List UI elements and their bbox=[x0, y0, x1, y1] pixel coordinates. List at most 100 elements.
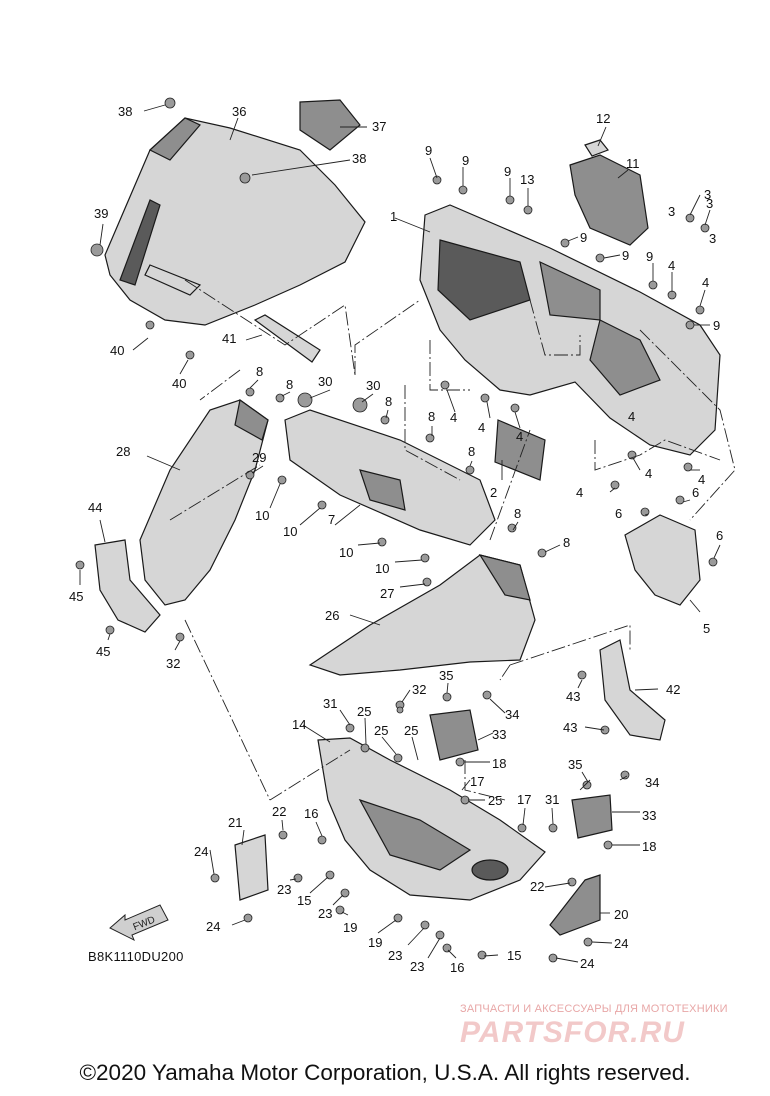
callout-27: 27 bbox=[380, 586, 394, 601]
callout-4: 4 bbox=[702, 275, 709, 290]
callout-24: 24 bbox=[614, 936, 628, 951]
callout-6: 6 bbox=[615, 506, 622, 521]
callout-4: 4 bbox=[450, 410, 457, 425]
callout-labels: 38 36 37 38 39 40 40 41 1 9 9 9 13 9 9 9… bbox=[69, 104, 723, 975]
watermark-tagline: ЗАПЧАСТИ И АКСЕССУАРЫ ДЛЯ МОТОТЕХНИКИ bbox=[460, 1003, 728, 1015]
callout-3: 3 bbox=[704, 187, 711, 202]
callout-24: 24 bbox=[580, 956, 594, 971]
part-33-bracket-upper bbox=[429, 709, 479, 761]
callout-17: 17 bbox=[470, 774, 484, 789]
fwd-arrow-icon: FWD bbox=[109, 904, 169, 942]
callout-10: 10 bbox=[339, 545, 353, 560]
callout-3: 3 bbox=[709, 231, 716, 246]
callout-11: 11 bbox=[626, 156, 640, 171]
fasteners bbox=[75, 97, 718, 963]
callout-34: 34 bbox=[645, 775, 659, 790]
callout-38: 38 bbox=[352, 151, 366, 166]
callout-22: 22 bbox=[272, 804, 286, 819]
callout-10: 10 bbox=[283, 524, 297, 539]
callout-35: 35 bbox=[439, 668, 453, 683]
callout-23: 23 bbox=[318, 906, 332, 921]
callout-8: 8 bbox=[286, 377, 293, 392]
callout-9: 9 bbox=[713, 318, 720, 333]
callout-38: 38 bbox=[118, 104, 132, 119]
callout-10: 10 bbox=[255, 508, 269, 523]
part-36-hood bbox=[104, 117, 366, 326]
callout-32: 32 bbox=[166, 656, 180, 671]
callout-4: 4 bbox=[698, 472, 705, 487]
callout-4: 4 bbox=[516, 429, 523, 444]
callout-6: 6 bbox=[692, 485, 699, 500]
part-11-cover bbox=[569, 154, 649, 246]
diagram-reference-code: B8K1110DU200 bbox=[88, 949, 184, 964]
callout-39: 39 bbox=[94, 206, 108, 221]
part-33-bracket-lower bbox=[571, 794, 613, 839]
assembly-lines bbox=[169, 279, 736, 801]
callout-24: 24 bbox=[194, 844, 208, 859]
callout-31: 31 bbox=[323, 696, 337, 711]
callout-26: 26 bbox=[325, 608, 339, 623]
callout-17: 17 bbox=[517, 792, 531, 807]
callout-35: 35 bbox=[568, 757, 582, 772]
callout-25: 25 bbox=[357, 704, 371, 719]
callout-10: 10 bbox=[375, 561, 389, 576]
callout-13: 13 bbox=[520, 172, 534, 187]
callout-4: 4 bbox=[628, 409, 635, 424]
callout-7: 7 bbox=[328, 512, 335, 527]
callout-28: 28 bbox=[116, 444, 130, 459]
part-14-front-grille bbox=[317, 737, 546, 901]
callout-34: 34 bbox=[505, 707, 519, 722]
callout-25: 25 bbox=[404, 723, 418, 738]
watermark-brand-logo: PARTSFOR.RU bbox=[460, 1016, 685, 1049]
callout-29: 29 bbox=[252, 450, 266, 465]
callout-44: 44 bbox=[88, 500, 102, 515]
part-1-dash-panel bbox=[419, 204, 721, 456]
callout-21: 21 bbox=[228, 815, 242, 830]
callout-40: 40 bbox=[110, 343, 124, 358]
callout-31: 31 bbox=[545, 792, 559, 807]
part-5-fender bbox=[624, 514, 701, 606]
callout-23: 23 bbox=[388, 948, 402, 963]
callout-30: 30 bbox=[318, 374, 332, 389]
callout-41: 41 bbox=[222, 331, 236, 346]
part-26-floor-panel bbox=[308, 554, 536, 676]
leader-lines bbox=[79, 104, 721, 963]
callout-16: 16 bbox=[304, 806, 318, 821]
part-28-side-panel bbox=[139, 398, 269, 606]
part-44-guard bbox=[94, 539, 161, 633]
callout-18: 18 bbox=[642, 839, 656, 854]
copyright-notice: ©2020 Yamaha Motor Corporation, U.S.A. A… bbox=[79, 1060, 691, 1085]
callout-4: 4 bbox=[576, 485, 583, 500]
callout-9: 9 bbox=[462, 153, 469, 168]
callout-42: 42 bbox=[666, 682, 680, 697]
callout-4: 4 bbox=[645, 466, 652, 481]
callout-8: 8 bbox=[514, 506, 521, 521]
callout-4: 4 bbox=[668, 258, 675, 273]
callout-15: 15 bbox=[507, 948, 521, 963]
callout-19: 19 bbox=[368, 935, 382, 950]
callout-23: 23 bbox=[277, 882, 291, 897]
callout-23: 23 bbox=[410, 959, 424, 974]
callout-3: 3 bbox=[706, 196, 713, 211]
callout-6: 6 bbox=[716, 528, 723, 543]
callout-9: 9 bbox=[622, 248, 629, 263]
callout-40: 40 bbox=[172, 376, 186, 391]
callout-25: 25 bbox=[374, 723, 388, 738]
callout-14: 14 bbox=[292, 717, 306, 732]
callout-15: 15 bbox=[297, 893, 311, 908]
callout-30: 30 bbox=[366, 378, 380, 393]
callout-9: 9 bbox=[425, 143, 432, 158]
callout-37: 37 bbox=[372, 119, 386, 134]
callout-8: 8 bbox=[428, 409, 435, 424]
callout-43: 43 bbox=[563, 720, 577, 735]
callout-45: 45 bbox=[69, 589, 83, 604]
callout-1: 1 bbox=[390, 209, 397, 224]
part-37-bracket bbox=[299, 99, 361, 151]
callout-25: 25 bbox=[488, 793, 502, 808]
callout-9: 9 bbox=[580, 230, 587, 245]
part-20-mudflap bbox=[549, 874, 601, 936]
callout-8: 8 bbox=[256, 364, 263, 379]
callout-8: 8 bbox=[563, 535, 570, 550]
part-41-strip bbox=[253, 314, 321, 363]
